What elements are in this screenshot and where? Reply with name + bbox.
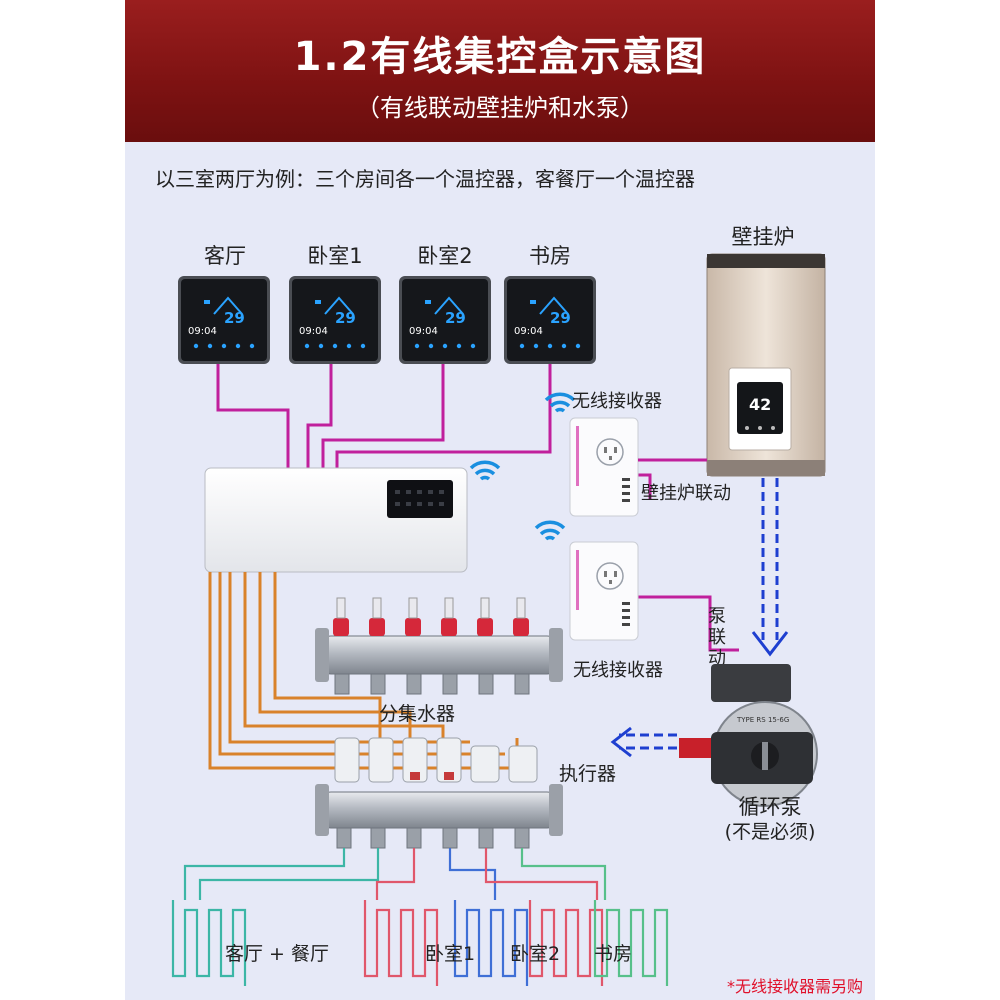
thermostat-time: 09:04 [409, 326, 438, 337]
thermostat-bedroom2: 29 09:04 [398, 275, 492, 365]
zone-pipes [183, 848, 607, 900]
thermostat-label-bedroom2: 卧室2 [417, 244, 472, 268]
control-box [204, 467, 468, 573]
thermostat-time: 09:04 [299, 326, 328, 337]
thermostat-label-living: 客厅 [204, 244, 246, 268]
thermostat-label-study: 书房 [529, 244, 571, 268]
flow-arrow-down [751, 631, 789, 657]
receiver-bottom-label: 无线接收器 [573, 660, 663, 681]
manifold-supply-bar [315, 597, 563, 695]
thermostat-living: 29 09:04 [177, 275, 271, 365]
footnote: *无线接收器需另购 [727, 977, 863, 996]
boiler-display: 42 [749, 395, 771, 414]
thermostat-time: 09:04 [188, 326, 217, 337]
boiler: 42 [706, 253, 826, 477]
actuator-row [334, 737, 538, 783]
pump-label: 循环泵 [739, 795, 802, 819]
manifold-return-bar [315, 784, 563, 849]
pump-link-label-3: 动 [708, 648, 726, 669]
boiler-label: 壁挂炉 [732, 225, 795, 249]
zone-label-bedroom2: 卧室2 [510, 943, 560, 965]
page-title: 1.2有线集控盒示意图 [293, 34, 707, 80]
manifold-label: 分集水器 [379, 703, 455, 725]
receiver-bottom-wifi-icon [534, 520, 566, 541]
thermostat-temp: 29 [445, 309, 466, 327]
pump-link-label-1: 泵 [708, 606, 726, 627]
thermostat-time: 09:04 [514, 326, 543, 337]
boiler-pump-flow [761, 478, 779, 640]
zone-label-living-dining: 客厅 + 餐厅 [225, 943, 329, 965]
receiver-bottom [569, 541, 639, 641]
intro-text: 以三室两厅为例：三个房间各一个温控器，客餐厅一个温控器 [155, 167, 695, 191]
receiver-top-label: 无线接收器 [572, 391, 662, 412]
thermostat-wires [216, 364, 739, 652]
circulation-pump: TYPE RS 15-6G [679, 664, 818, 807]
control-box-wifi-icon [469, 460, 501, 481]
page-subtitle: （有线联动壁挂炉和水泵） [356, 94, 644, 122]
zone-label-study: 书房 [594, 943, 632, 965]
title-banner: 1.2有线集控盒示意图 （有线联动壁挂炉和水泵） [125, 0, 875, 142]
thermostat-temp: 29 [550, 309, 571, 327]
pump-model: TYPE RS 15-6G [736, 716, 789, 724]
zone-label-bedroom1: 卧室1 [425, 943, 475, 965]
receiver-top [569, 417, 639, 517]
pump-return-flow [619, 733, 677, 750]
thermostat-study: 29 09:04 [503, 275, 597, 365]
thermostat-label-bedroom1: 卧室1 [307, 244, 362, 268]
boiler-link-label: 壁挂炉联动 [641, 483, 731, 504]
actuator-label: 执行器 [559, 763, 616, 785]
pump-link-label-2: 联 [708, 627, 726, 648]
pump-note: (不是必须) [725, 821, 816, 843]
system-diagram: 以三室两厅为例：三个房间各一个温控器，客餐厅一个温控器 客厅 卧室1 卧室2 书… [155, 167, 863, 996]
flow-arrow-left [610, 726, 632, 758]
thermostat-temp: 29 [335, 309, 356, 327]
thermostat-temp: 29 [224, 309, 245, 327]
thermostat-bedroom1: 29 09:04 [288, 275, 382, 365]
